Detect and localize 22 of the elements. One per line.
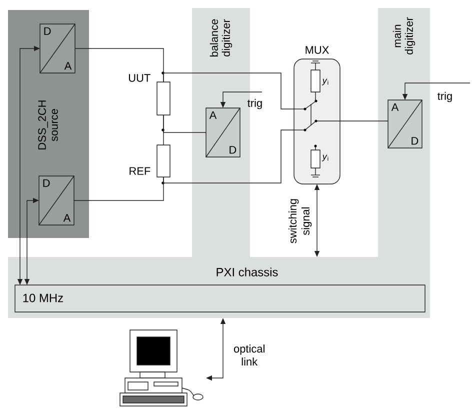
edge-label: switching signal	[288, 199, 312, 244]
node-label: UUT	[128, 74, 150, 82]
node-label: y$_{i}$	[322, 78, 328, 86]
connector	[163, 130, 294, 184]
connector	[163, 72, 294, 110]
resistor: y$_{i}$	[310, 70, 328, 92]
edge-label: trig	[248, 98, 262, 110]
edge-label: optical link	[234, 344, 264, 366]
converter-block: D A	[40, 24, 76, 74]
resistor: REF	[130, 144, 170, 178]
node-label: y$_{i}$	[322, 154, 328, 162]
converter-block: D A	[38, 176, 74, 226]
converter-block: A D	[206, 108, 240, 158]
edge-label: trig	[438, 92, 452, 102]
clock-bar: 10 MHz	[14, 284, 426, 312]
node-label: REF	[130, 167, 150, 175]
computer-drawing	[120, 330, 204, 406]
connector	[163, 114, 206, 133]
resistor: UUT	[128, 74, 170, 116]
converter-block: A D	[388, 100, 422, 148]
resistor: y$_{i}$	[310, 150, 328, 168]
connector	[340, 120, 388, 122]
